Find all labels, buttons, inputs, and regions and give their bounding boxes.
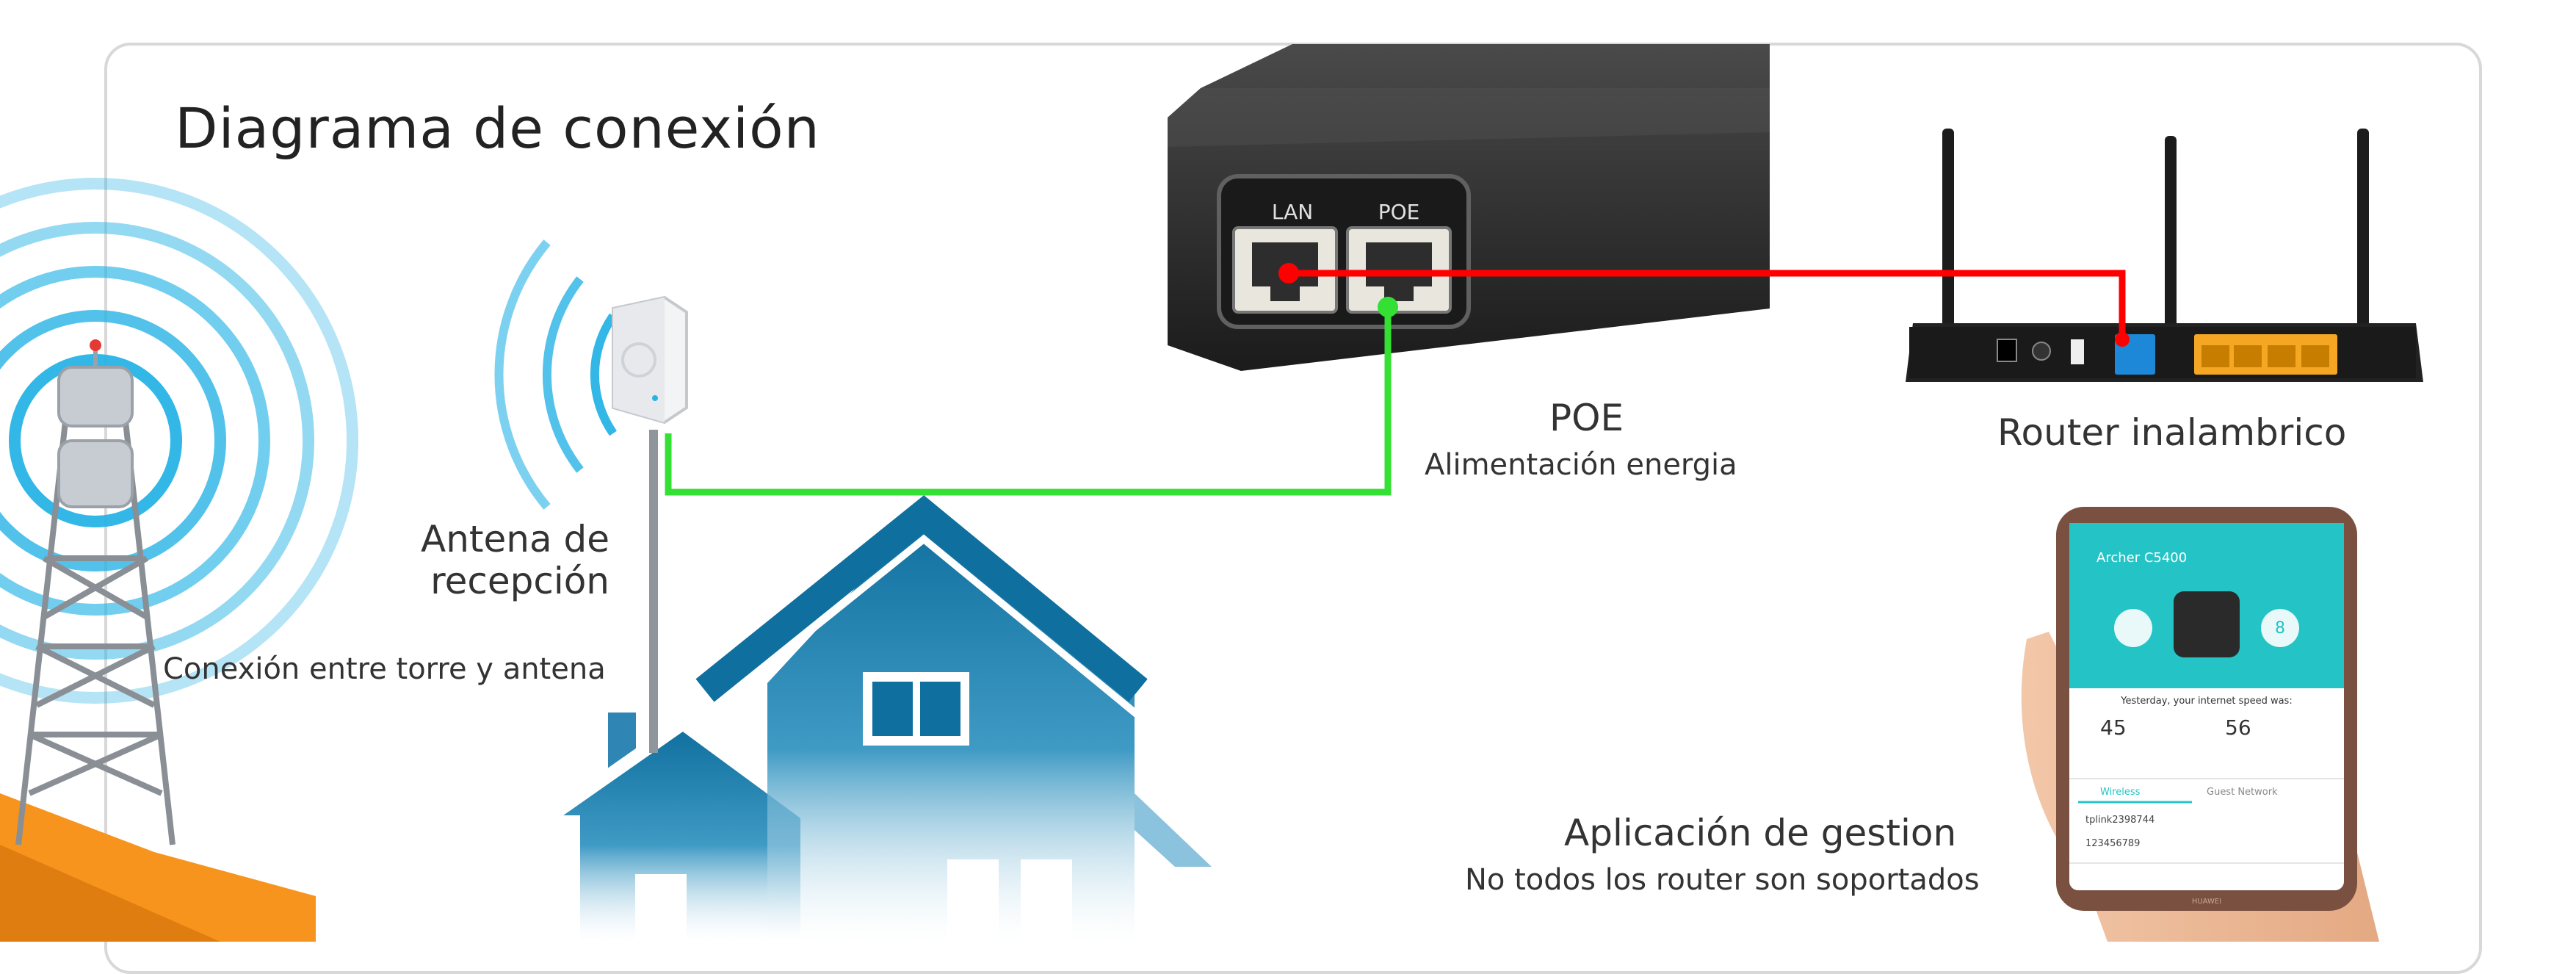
antenna-mast [649,430,658,753]
app-password: 123456789 [2085,838,2140,849]
app-ssid: tplink2398744 [2085,815,2154,826]
reception-antenna [494,239,688,753]
wireless-router [1906,129,2423,382]
poe-lan-port-label: LAN [1272,200,1313,224]
app-clients-count: 8 [2275,619,2285,638]
lan-cable [1289,270,2126,339]
phone-brand: HUAWEI [2192,898,2221,906]
app-tab-guest[interactable]: Guest Network [2207,787,2278,798]
page-title: Diagrama de conexión [175,95,820,161]
router-label: Router inalambrico [1997,411,2347,454]
cell-tower [0,178,358,942]
app-device-name: Archer C5400 [2096,550,2187,566]
antenna-label-line2: recepción [430,560,609,602]
antenna-signal-icon [494,239,617,510]
lan-cable-end [1278,263,1299,284]
poe-cable-end [1378,297,1398,317]
phone-app: Archer C5400 8 Yesterday, your internet … [2021,507,2379,942]
connection-diagram: LAN POE Archer C5400 8 Yesterday, your [0,44,2423,942]
antenna-label-line1: Antena de [421,518,609,560]
poe-injector: LAN POE [1168,44,1770,371]
app-upload-value: 45 [2100,715,2127,740]
app-download-value: 56 [2225,715,2251,740]
app-clients-icon[interactable] [2261,609,2299,647]
app-internet-icon[interactable] [2114,609,2152,647]
poe-cable [665,307,1392,496]
poe-poe-port-label: POE [1378,200,1420,224]
poe-label: POE [1549,397,1624,439]
app-note: No todos los router son soportados [1465,863,1980,897]
app-tab-wireless[interactable]: Wireless [2100,787,2141,798]
app-label: Aplicación de gestion [1564,812,1957,854]
poe-description: Alimentación energia [1425,448,1737,482]
app-router-icon [2174,591,2240,657]
house-icon [539,495,1212,942]
tower-antenna-link-label: Conexión entre torre y antena [163,652,606,686]
app-speed-caption: Yesterday, your internet speed was: [2120,696,2292,707]
tower-signal-icon [0,178,358,704]
